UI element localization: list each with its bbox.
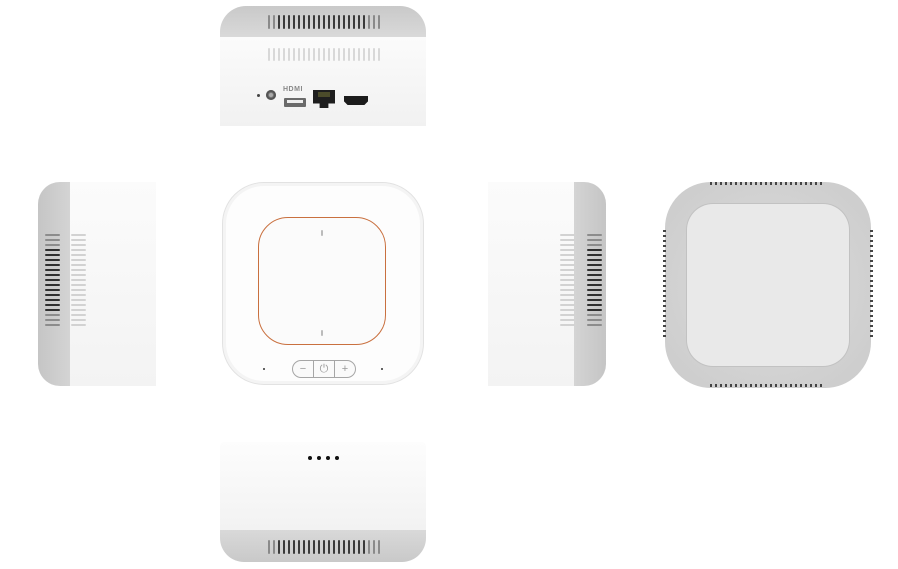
hdmi-port-label: HDMI bbox=[283, 86, 303, 93]
power-button[interactable]: ⏻ bbox=[313, 361, 334, 377]
control-buttons: − ⏻ + bbox=[292, 360, 356, 378]
led-icon bbox=[335, 456, 339, 460]
front-body bbox=[220, 442, 426, 530]
dc-power-port-icon bbox=[266, 90, 276, 100]
device-top-view: − ⏻ + bbox=[222, 182, 424, 385]
volume-up-button[interactable]: + bbox=[334, 361, 355, 377]
device-front-view bbox=[220, 442, 426, 562]
right-vent-dark bbox=[587, 234, 602, 326]
device-left-side-view bbox=[38, 182, 156, 386]
device-bottom-view bbox=[663, 182, 873, 388]
mic-hole-icon bbox=[263, 368, 265, 370]
base-vent-right bbox=[870, 230, 873, 337]
device-right-side-view bbox=[488, 182, 606, 386]
left-vent-light bbox=[71, 234, 86, 326]
base-vent-bottom bbox=[710, 384, 822, 387]
ethernet-port-icon bbox=[313, 90, 335, 108]
base-vent-top bbox=[710, 182, 822, 185]
usb-port-icon bbox=[284, 98, 306, 107]
reset-pinhole-icon bbox=[257, 94, 260, 97]
front-vent-dark bbox=[268, 540, 380, 554]
microphone-icon bbox=[321, 230, 323, 236]
hdmi-port-icon bbox=[344, 96, 368, 105]
device-rear-view: HDMI bbox=[220, 6, 426, 126]
led-icon bbox=[317, 456, 321, 460]
base-pad bbox=[687, 204, 849, 366]
led-ring bbox=[258, 217, 386, 345]
rear-vent-light bbox=[268, 48, 380, 61]
mic-hole-icon bbox=[381, 368, 383, 370]
led-icon bbox=[308, 456, 312, 460]
status-leds bbox=[308, 456, 339, 460]
right-vent-light bbox=[560, 234, 575, 326]
rear-vent-dark bbox=[268, 15, 380, 29]
left-vent-dark bbox=[45, 234, 60, 326]
led-icon bbox=[326, 456, 330, 460]
right-side-body bbox=[488, 182, 574, 386]
base-vent-left bbox=[663, 230, 666, 337]
microphone-icon bbox=[321, 330, 323, 336]
volume-down-button[interactable]: − bbox=[299, 363, 307, 375]
